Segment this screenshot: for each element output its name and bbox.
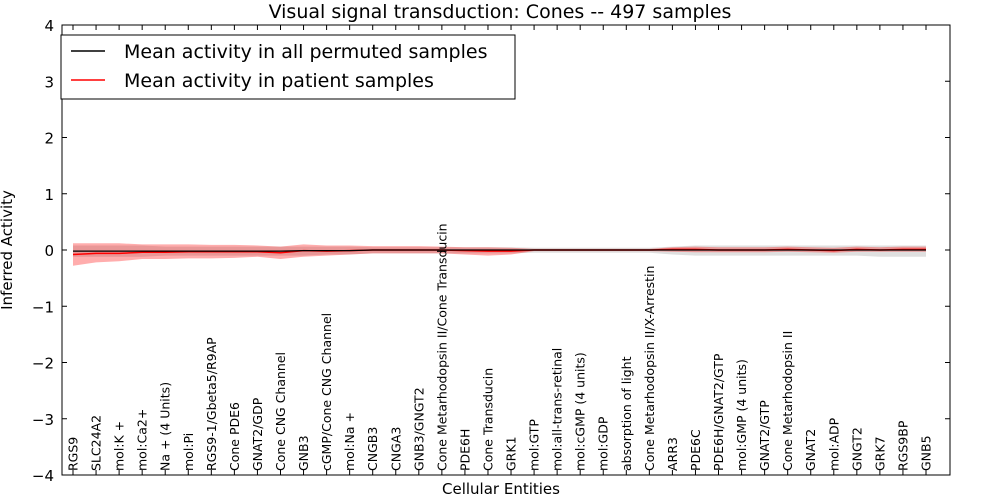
x-tick-label: Cone Transducin [481,368,496,471]
x-tick-label: PDE6H [457,429,472,471]
x-tick-label: PDE6C [688,429,703,471]
x-tick-label: mol:GDP [596,416,611,471]
y-tick-label: 0 [44,242,54,260]
x-tick-label: ARR3 [665,437,680,471]
x-tick-label: GNB3/GNGT2 [411,387,426,471]
x-tick-label: mol:Ca2+ [135,409,150,471]
x-tick-label: GNAT2/GDP [250,397,265,471]
y-tick-label: −3 [32,411,54,429]
x-tick-label: SLC24A2 [89,415,104,471]
legend-label: Mean activity in patient samples [124,70,434,92]
x-tick-label: cGMP/Cone CNG Channel [319,313,334,471]
x-tick-label: RGS9BP [895,420,910,471]
x-axis-ticks: RGS9 SLC24A2 mol:K + mol:Ca2+ Na + (4 Units)… [66,25,934,475]
x-tick-label: GNB5 [919,435,934,471]
x-tick-label: Na + (4 Units) [158,382,173,471]
x-tick-label: RGS9 [66,437,81,471]
x-tick-label: GRK1 [504,436,519,471]
y-axis-label: Inferred Activity [0,190,16,310]
x-tick-label: mol:GTP [527,419,542,471]
x-tick-label: RGS9-1/Gbeta5/R9AP [204,337,219,471]
x-tick-label: Cone CNG Channel [273,352,288,471]
series-lines [72,248,926,256]
y-tick-label: −1 [32,298,54,316]
x-tick-label: Cone PDE6 [227,402,242,471]
y-tick-label: 3 [44,73,54,91]
x-tick-label: CNGA3 [388,427,403,471]
x-tick-label: Cone Metarhodopsin II/X-Arrestin [642,266,657,471]
x-tick-label: CNGB3 [365,427,380,471]
legend-label: Mean activity in all permuted samples [124,41,487,63]
legend: Mean activity in all permuted samplesMea… [60,34,516,100]
x-tick-label: GNB3 [296,435,311,471]
x-tick-label: mol:GMP (4 units) [734,359,749,471]
y-tick-label: 1 [44,186,54,204]
legend-box [60,34,516,100]
x-axis-label: Cellular Entities [442,480,560,498]
x-tick-label: GNAT2 [803,429,818,471]
x-tick-label: mol:Na + [342,412,357,471]
chart-title: Visual signal transduction: Cones -- 497… [269,1,732,23]
confidence-bands [73,243,926,266]
x-tick-label: mol:ADP [826,417,841,471]
x-tick-label: mol:K + [112,421,127,471]
x-tick-label: GNAT2/GTP [757,400,772,471]
y-tick-label: −4 [32,467,54,485]
y-tick-label: 4 [44,17,54,35]
x-tick-label: GRK7 [872,436,887,471]
x-tick-label: mol:all-trans-retinal [550,348,565,471]
x-tick-label: Cone Metarhodopsin II/Cone Transducin [434,223,449,471]
y-tick-label: −2 [32,355,54,373]
y-axis-ticks: 4 3 2 1 0 −1 −2 −3 −4 [32,17,950,485]
y-tick-label: 2 [44,130,54,148]
band-patient [73,243,926,266]
plot-frame [61,24,951,476]
x-tick-label: mol:Pi [181,433,196,471]
x-tick-label: Cone Metarhodopsin II [780,331,795,471]
x-tick-label: mol:cGMP (4 units) [573,352,588,471]
x-tick-label: GNGT2 [849,427,864,471]
x-tick-label: PDE6H/GNAT2/GTP [711,353,726,471]
series-line-permuted [73,249,926,252]
x-tick-label: absorption of light [619,356,634,471]
